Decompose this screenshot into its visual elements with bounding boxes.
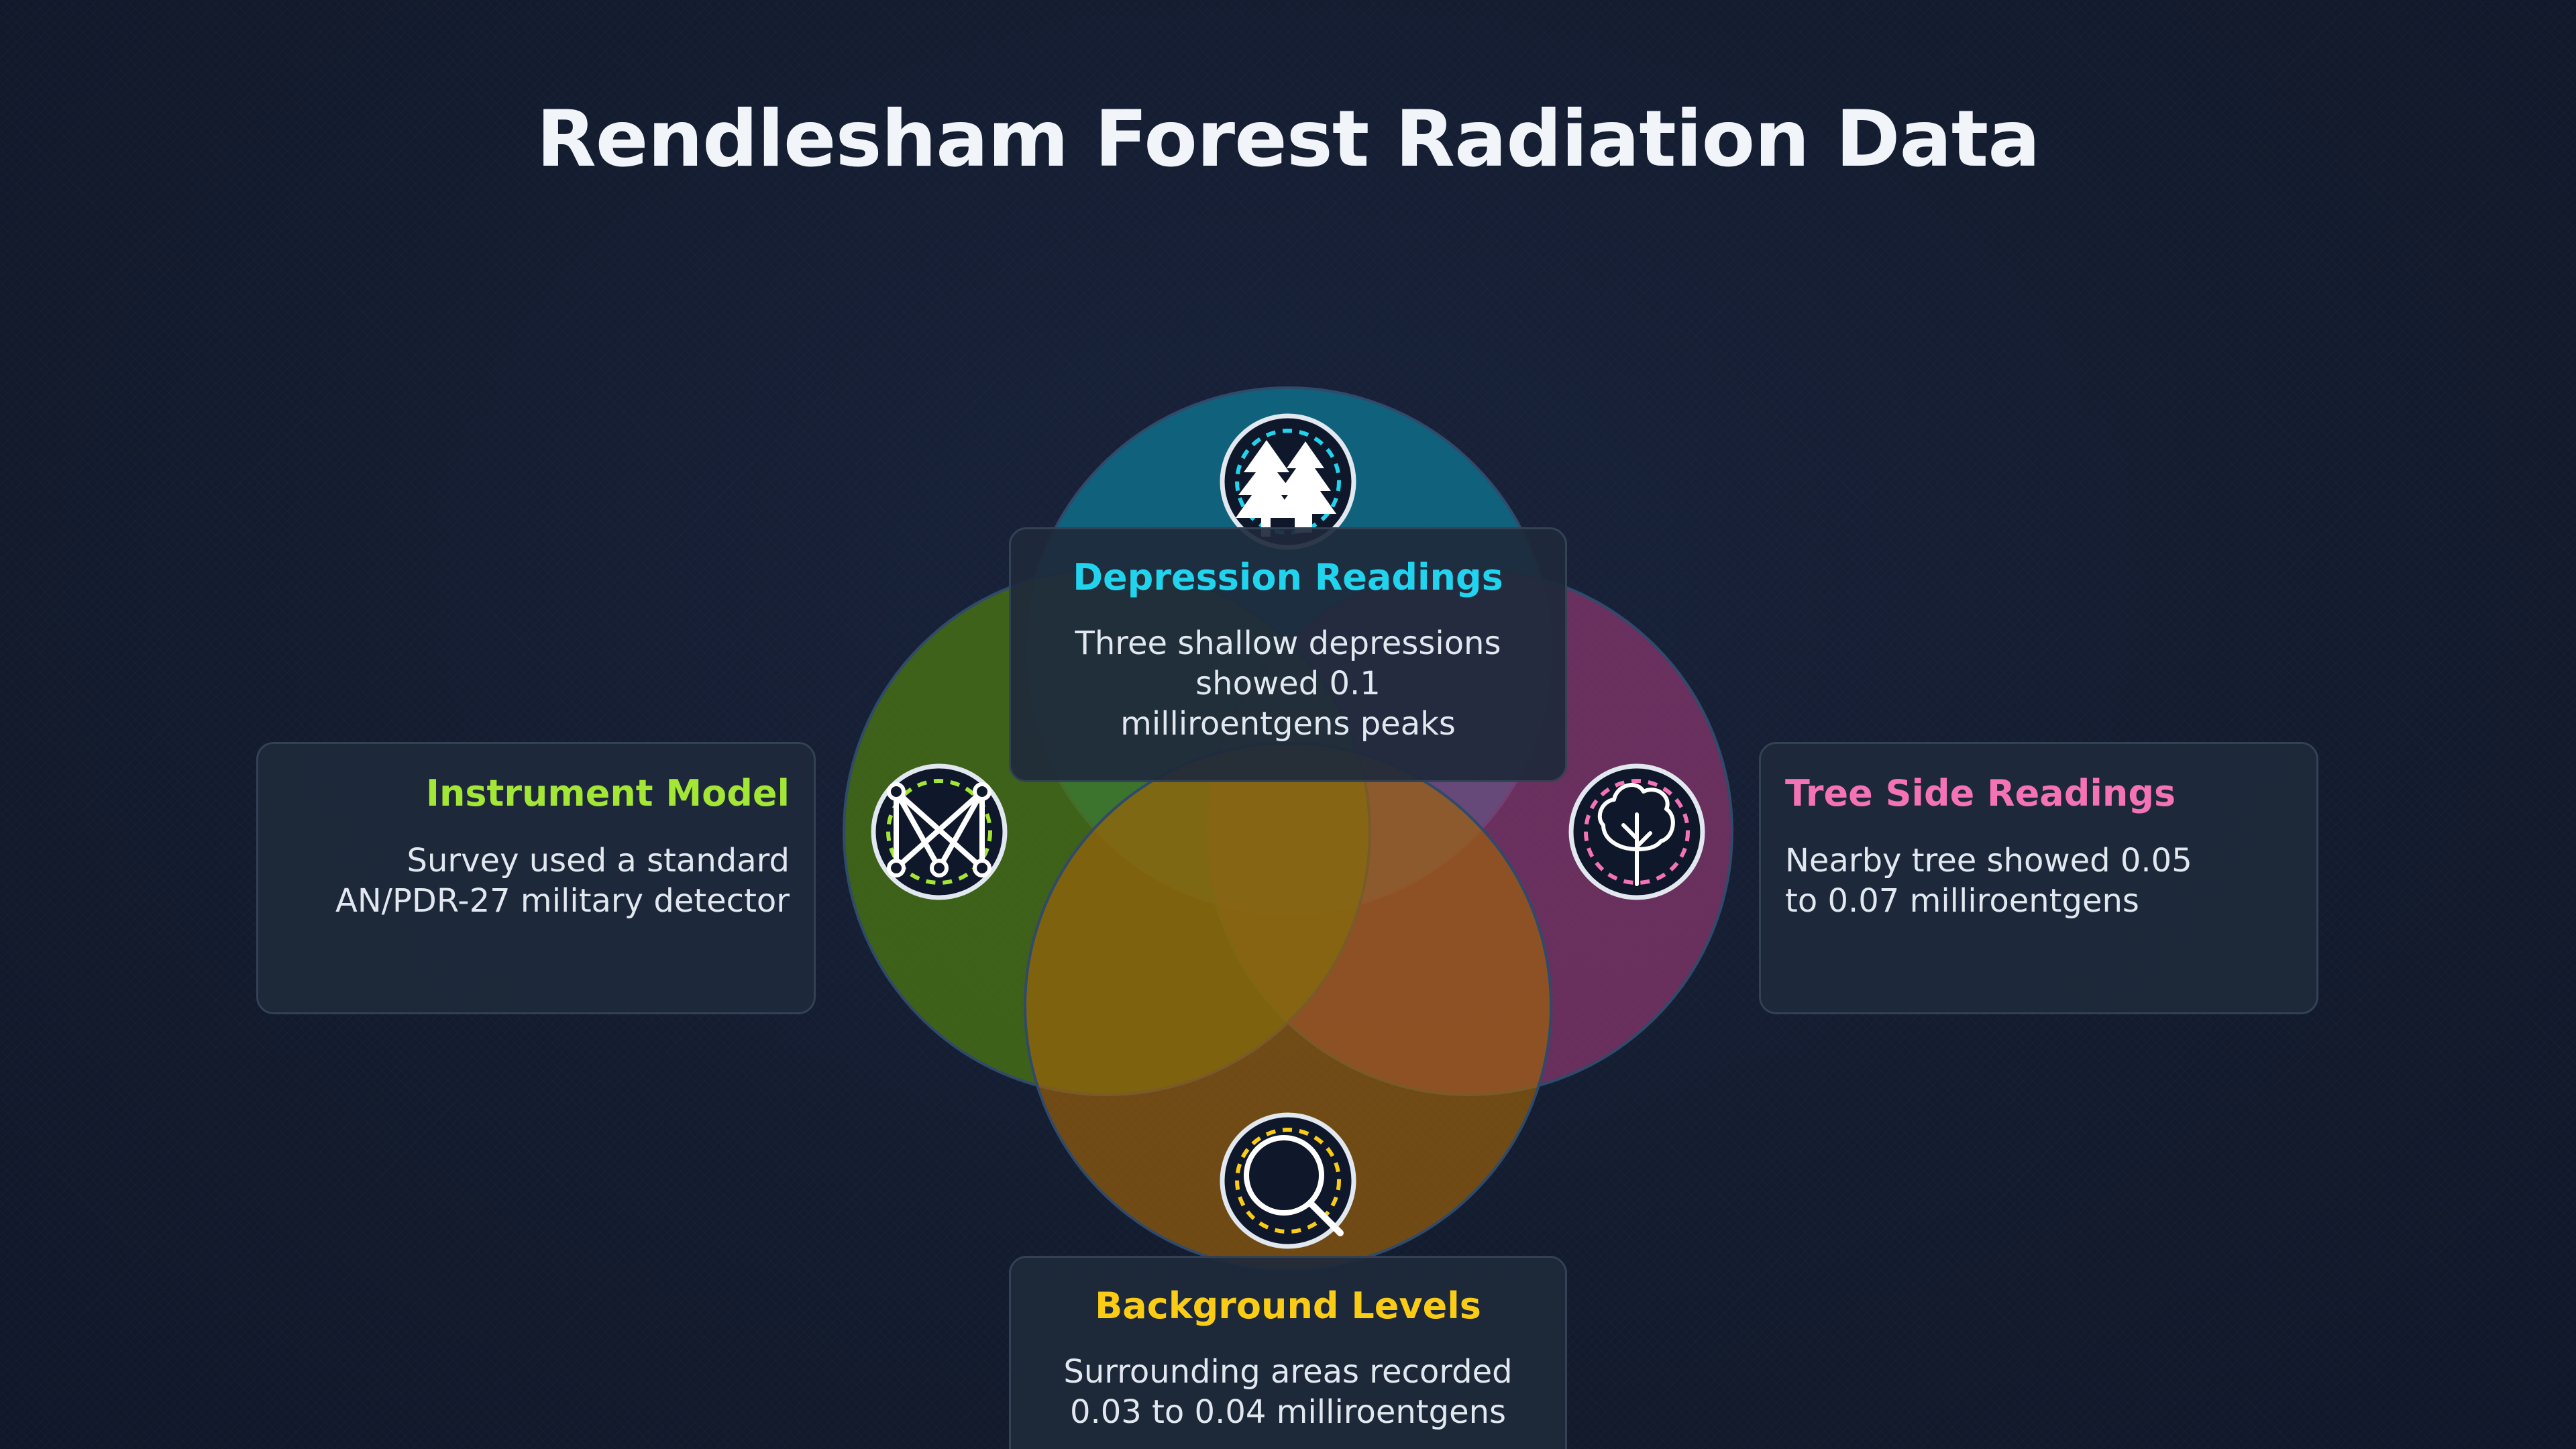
tree-side-readings-title: Tree Side Readings — [1785, 772, 2176, 814]
magnifier-icon — [1220, 1112, 1356, 1249]
depression-readings-title: Depression Readings — [1073, 556, 1503, 598]
tree-icon — [1568, 763, 1705, 900]
instrument-model-text: Survey used a standard AN/PDR-27 militar… — [335, 842, 790, 920]
forest-icon — [1220, 413, 1356, 550]
background-levels-card: Background Levels Surrounding areas reco… — [1009, 1256, 1567, 1449]
network-icon — [871, 763, 1008, 900]
page-title: Rendlesham Forest Radiation Data — [536, 94, 2040, 184]
tree-side-readings-text: Nearby tree showed 0.05 to 0.07 milliroe… — [1785, 842, 2192, 920]
instrument-model-title: Instrument Model — [425, 772, 790, 814]
background-levels-text: Surrounding areas recorded 0.03 to 0.04 … — [1063, 1353, 1513, 1431]
depression-readings-card: Depression Readings Three shallow depres… — [1009, 527, 1567, 782]
tree-side-readings-card: Tree Side Readings Nearby tree showed 0.… — [1759, 742, 2318, 1014]
background-levels-title: Background Levels — [1095, 1285, 1481, 1327]
depression-readings-text: Three shallow depressions showed 0.1 mil… — [1075, 625, 1501, 743]
instrument-model-card: Instrument Model Survey used a standard … — [256, 742, 816, 1014]
